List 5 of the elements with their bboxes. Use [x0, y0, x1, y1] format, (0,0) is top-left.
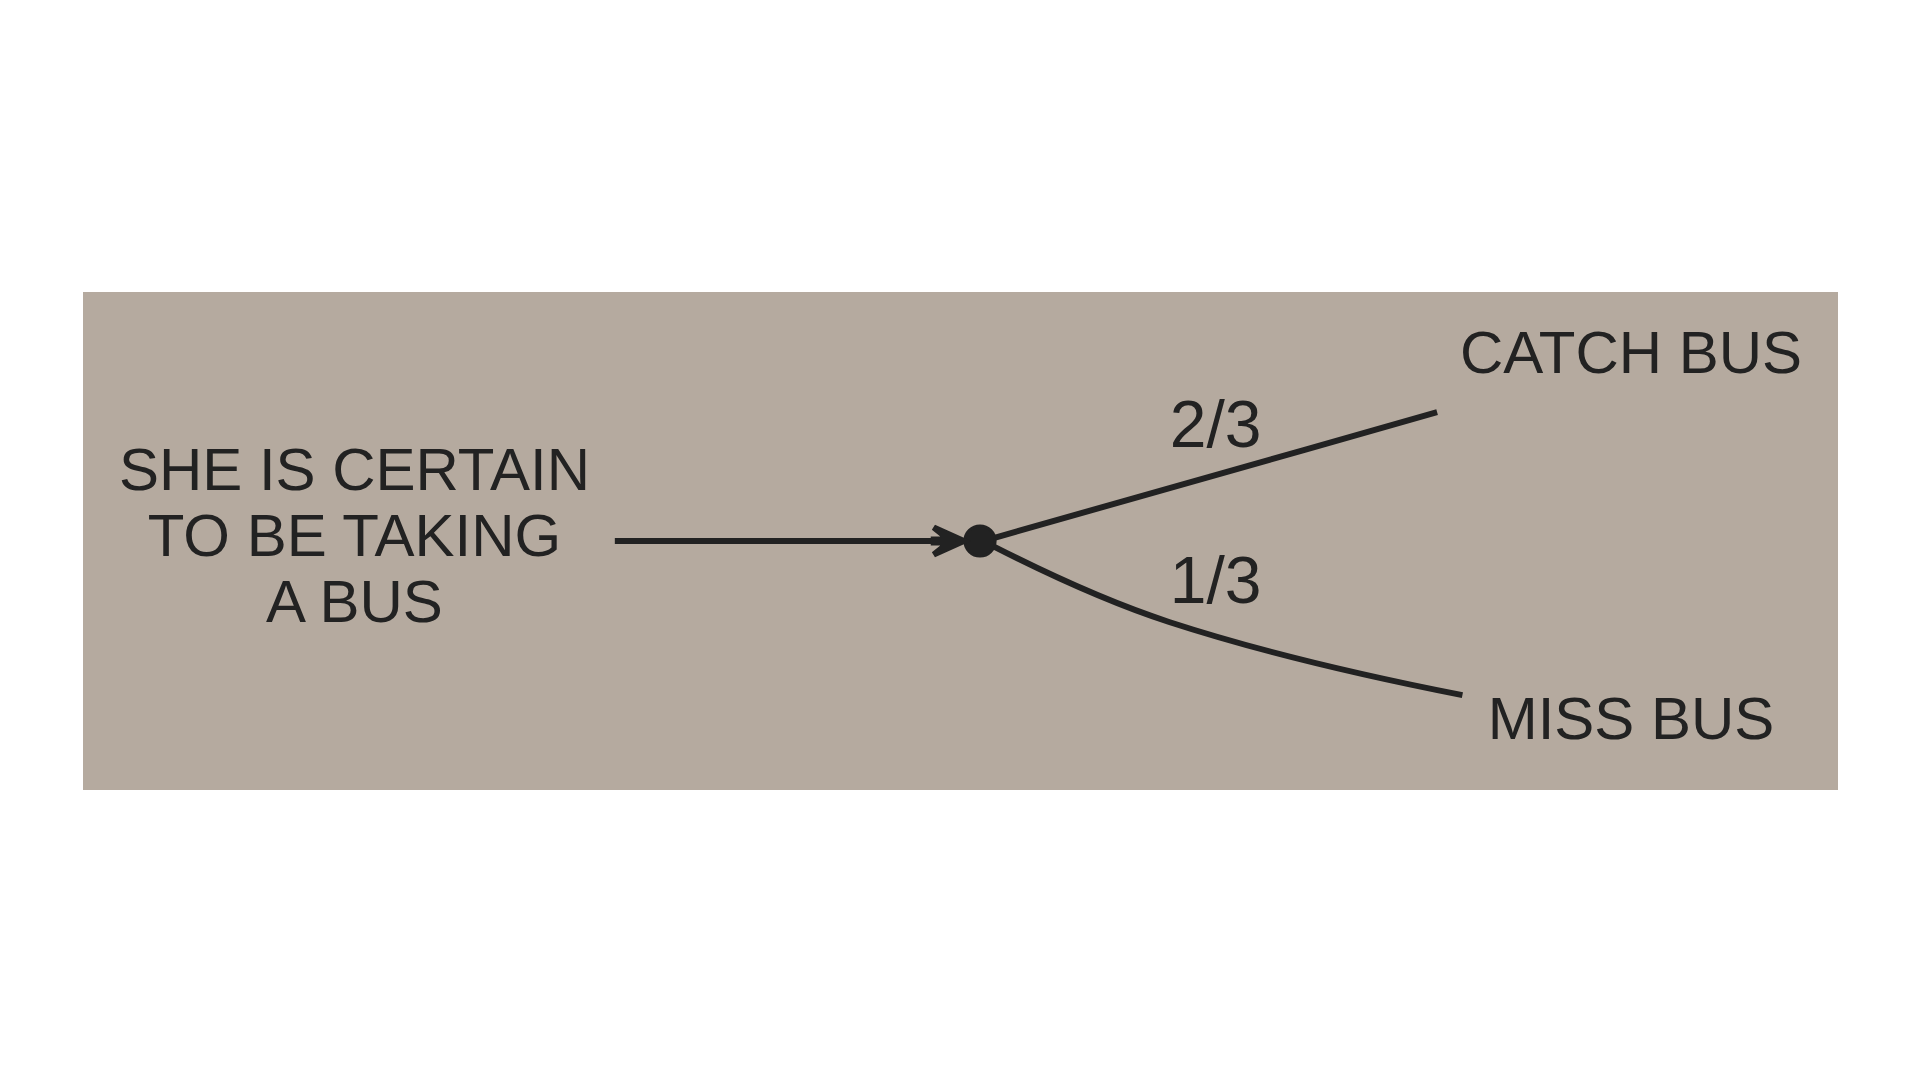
edge-label: 2/3	[1169, 386, 1261, 461]
node-text: SHE IS CERTAIN TO BE TAKING A BUS	[118, 436, 590, 635]
node-text: CATCH BUS	[1459, 319, 1802, 387]
node-text: MISS BUS	[1487, 684, 1774, 752]
edge-label: 1/3	[1169, 542, 1261, 617]
